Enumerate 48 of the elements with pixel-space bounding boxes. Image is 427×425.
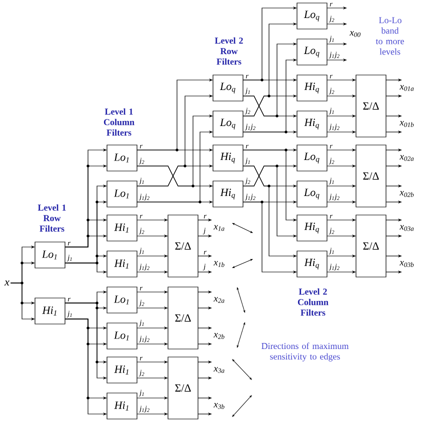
filter-box: Hi$_{q}$ [296,110,328,138]
output-label: x$_{3b}$ [214,403,224,409]
output-label: x$_{3a}$ [214,367,224,373]
filter-box: Hi$_{1}$ [34,298,66,324]
sum-difference-box: Σ/Δ [356,144,386,208]
filter-box: Hi$_{q}$ [212,144,244,172]
filter-box: Lo$_{q}$ [212,110,244,138]
filter-box: Lo$_{q}$ [296,2,328,30]
heading: Level 1 Row Filters [38,204,66,232]
output-label: x$_{02b}$ [400,191,414,197]
output-label: x$_{01b}$ [400,121,414,127]
sum-difference-box: Σ/Δ [356,214,386,278]
filter-box: Hi$_{q}$ [212,180,244,208]
filter-box: Lo$_{1}$ [106,180,138,208]
heading: Level 2 Row Filters [214,37,243,65]
filter-box: Hi$_{q}$ [296,74,328,102]
output-label: x$_{03b}$ [400,261,414,267]
filter-box: Hi$_{1}$ [106,356,138,384]
heading: Level 2 Column Filters [298,288,328,316]
filter-box: Hi$_{q}$ [296,214,328,242]
filter-box: Hi$_{1}$ [106,214,138,242]
filter-box: Lo$_{1}$ [106,322,138,350]
output-label: x$_{2b}$ [214,333,224,339]
output-label: x$_{01a}$ [400,85,414,91]
filter-box: Hi$_{1}$ [106,250,138,278]
filter-box: Lo$_{q}$ [296,180,328,208]
output-label: x$_{2a}$ [214,297,224,303]
filter-box: Hi$_{q}$ [296,250,328,278]
filter-box: Lo$_{1}$ [106,286,138,314]
filter-box: Lo$_{q}$ [296,38,328,66]
sum-difference-box: Σ/Δ [356,74,386,138]
filter-box: Lo$_{1}$ [34,242,66,268]
filter-box: Lo$_{1}$ [106,144,138,172]
note: Directions of maximum sensitivity to edges [262,342,349,362]
filter-box: Hi$_{1}$ [106,392,138,420]
note: Lo-Lo band to more levels [376,17,404,55]
output-label: x$_{00}$ [350,31,360,37]
sum-difference-box: Σ/Δ [168,286,198,350]
output-label: x$_{1b}$ [214,261,224,267]
filter-box: Lo$_{q}$ [296,144,328,172]
output-label: x$_{02a}$ [400,155,414,161]
filter-box: Lo$_{q}$ [212,74,244,102]
heading: Level 1 Column Filters [104,108,134,136]
sum-difference-box: Σ/Δ [168,214,198,278]
input-label: x [4,280,10,286]
output-label: x$_{1a}$ [214,225,224,231]
output-label: x$_{03a}$ [400,225,414,231]
sum-difference-box: Σ/Δ [168,356,198,420]
